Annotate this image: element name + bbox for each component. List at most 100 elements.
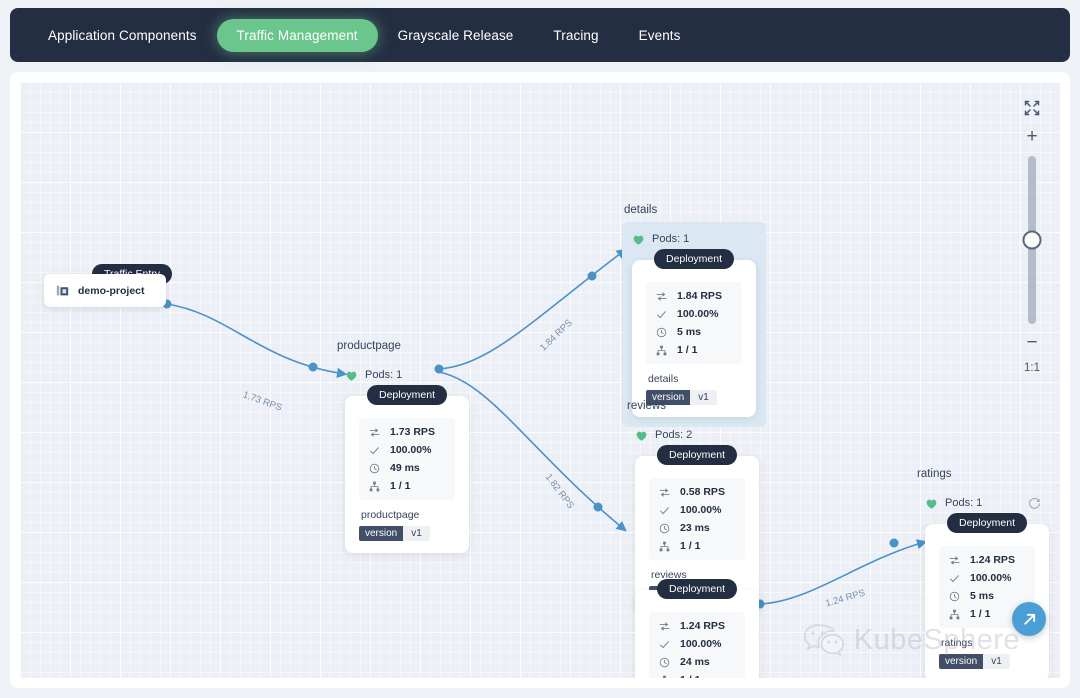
deployment-card-ratings[interactable]: Deployment 1.24 RPS 100.00% 5 ms bbox=[925, 513, 1049, 678]
zoom-controls: + − 1:1 bbox=[1022, 100, 1042, 374]
metric-rps: 1.24 RPS bbox=[949, 554, 1025, 566]
node-details[interactable]: details Pods: 1 Deployment 1.84 RPS 1 bbox=[622, 204, 766, 427]
pods-heart-icon bbox=[926, 499, 937, 509]
node-traffic-entry[interactable]: Traffic Entry demo-project bbox=[44, 264, 173, 307]
service-name-reviews-v1: reviews bbox=[651, 569, 687, 581]
metrics-reviews-v1: 0.58 RPS 100.00% 23 ms 1 / 1 bbox=[649, 478, 745, 560]
deployment-badge-productpage: Deployment bbox=[366, 385, 448, 405]
metric-latency-value: 23 ms bbox=[680, 522, 710, 534]
pods-heart-icon bbox=[633, 235, 644, 245]
metric-success: 100.00% bbox=[949, 572, 1025, 584]
node-title-reviews: reviews bbox=[627, 400, 666, 412]
metrics-reviews-v2: 1.24 RPS 100.00% 24 ms 1 / 1 bbox=[649, 612, 745, 678]
zoom-ratio-label[interactable]: 1:1 bbox=[1024, 362, 1040, 374]
zoom-in-button[interactable]: + bbox=[1026, 126, 1038, 147]
check-icon bbox=[950, 574, 959, 582]
pods-row-details: Pods: 1 bbox=[632, 230, 756, 248]
tab-events[interactable]: Events bbox=[638, 27, 681, 43]
deployment-badge-details: Deployment bbox=[653, 249, 735, 269]
traffic-entry-card[interactable]: demo-project bbox=[44, 274, 166, 307]
zoom-out-button[interactable]: − bbox=[1026, 332, 1038, 353]
sitemap-icon bbox=[949, 609, 960, 619]
version-value: v1 bbox=[690, 390, 717, 405]
pods-count-productpage: Pods: 1 bbox=[365, 369, 403, 381]
metric-rps: 1.24 RPS bbox=[659, 620, 735, 632]
pods-row-ratings: Pods: 1 bbox=[925, 494, 1041, 512]
sitemap-icon bbox=[369, 481, 380, 491]
clock-icon bbox=[949, 591, 960, 601]
metric-replicas-value: 1 / 1 bbox=[680, 674, 700, 678]
deployment-badge-reviews-v2: Deployment bbox=[656, 579, 738, 599]
metric-replicas-value: 1 / 1 bbox=[677, 344, 698, 356]
version-key: version bbox=[939, 654, 984, 669]
refresh-icon[interactable] bbox=[1028, 497, 1041, 510]
version-badge-details: version v1 bbox=[646, 390, 742, 405]
metric-rps-value: 1.84 RPS bbox=[677, 290, 722, 302]
metrics-details: 1.84 RPS 100.00% 5 ms 1 / 1 bbox=[646, 282, 742, 364]
metric-rps-value: 1.24 RPS bbox=[970, 554, 1015, 566]
version-key: version bbox=[359, 526, 404, 541]
deployment-card-reviews-v2[interactable]: Deployment 1.24 RPS 100.00% 24 ms bbox=[635, 579, 759, 678]
metric-replicas: 1 / 1 bbox=[659, 540, 735, 552]
deployment-card-productpage[interactable]: Deployment 1.73 RPS 100.00% 49 ms bbox=[345, 385, 469, 553]
metric-success-value: 100.00% bbox=[680, 638, 722, 650]
node-ratings[interactable]: ratings Pods: 1 Deployment 1.24 RPS bbox=[915, 468, 1051, 678]
check-icon bbox=[657, 310, 666, 318]
sitemap-icon bbox=[659, 541, 670, 551]
fullscreen-expand-icon[interactable] bbox=[1024, 100, 1040, 116]
exchange-icon bbox=[659, 621, 670, 631]
zoom-slider-knob[interactable] bbox=[1022, 230, 1042, 250]
metric-latency-value: 49 ms bbox=[390, 462, 420, 474]
pods-count-details: Pods: 1 bbox=[652, 233, 690, 245]
metric-success-value: 100.00% bbox=[970, 572, 1012, 584]
node-title-productpage: productpage bbox=[337, 340, 401, 352]
metric-latency-value: 24 ms bbox=[680, 656, 710, 668]
metric-success-value: 100.00% bbox=[680, 504, 722, 516]
metric-rps-value: 1.24 RPS bbox=[680, 620, 725, 632]
tab-tracing[interactable]: Tracing bbox=[553, 27, 599, 43]
deployment-card-details[interactable]: Deployment 1.84 RPS 100.00% 5 ms bbox=[632, 249, 756, 417]
pods-row-productpage: Pods: 1 bbox=[345, 366, 469, 384]
node-box-reviews-v2[interactable]: Deployment 1.24 RPS 100.00% 24 ms bbox=[625, 572, 769, 678]
pods-count-ratings: Pods: 1 bbox=[945, 497, 983, 509]
edge-reviews-ratings bbox=[759, 539, 928, 605]
clock-icon bbox=[656, 327, 667, 337]
clock-icon bbox=[659, 657, 670, 667]
deployment-badge-reviews-v1: Deployment bbox=[656, 445, 738, 465]
metric-rps: 0.58 RPS bbox=[659, 486, 735, 498]
service-name-ratings: ratings bbox=[941, 637, 973, 649]
metrics-productpage: 1.73 RPS 100.00% 49 ms 1 / 1 bbox=[359, 418, 455, 500]
service-name-details: details bbox=[648, 373, 679, 385]
service-name-productpage: productpage bbox=[361, 509, 420, 521]
tab-application-components[interactable]: Application Components bbox=[48, 27, 197, 43]
arrow-up-right-icon bbox=[1023, 613, 1035, 625]
metric-success-value: 100.00% bbox=[677, 308, 719, 320]
node-reviews-v2[interactable]: Deployment 1.24 RPS 100.00% 24 ms bbox=[625, 572, 769, 678]
edge-dot bbox=[587, 271, 597, 281]
tab-traffic-management[interactable]: Traffic Management bbox=[216, 18, 378, 52]
node-title-ratings: ratings bbox=[917, 468, 952, 480]
node-productpage[interactable]: productpage Pods: 1 Deployment 1.73 RPS bbox=[335, 340, 479, 563]
metric-success: 100.00% bbox=[659, 504, 735, 516]
zoom-slider-track[interactable] bbox=[1022, 156, 1042, 324]
exchange-icon bbox=[949, 555, 960, 565]
metric-rps: 1.84 RPS bbox=[656, 290, 732, 302]
metric-replicas-value: 1 / 1 bbox=[680, 540, 701, 552]
node-box-ratings[interactable]: Pods: 1 Deployment 1.24 RPS 100.00% bbox=[915, 486, 1051, 678]
exchange-icon bbox=[369, 427, 380, 437]
node-box-details[interactable]: Pods: 1 Deployment 1.84 RPS 100.00% 5 m bbox=[622, 222, 766, 427]
pods-heart-icon bbox=[346, 371, 357, 381]
version-value: v1 bbox=[983, 654, 1010, 669]
node-box-productpage[interactable]: Pods: 1 Deployment 1.73 RPS 100.00% 49 bbox=[335, 358, 479, 563]
pods-row-reviews: Pods: 2 bbox=[635, 426, 759, 444]
deployment-badge-ratings: Deployment bbox=[946, 513, 1028, 533]
tab-grayscale-release[interactable]: Grayscale Release bbox=[397, 27, 514, 43]
metric-latency: 5 ms bbox=[656, 326, 732, 338]
traffic-entry-project: demo-project bbox=[78, 284, 145, 297]
metric-rps: 1.73 RPS bbox=[369, 426, 445, 438]
floating-action-button[interactable] bbox=[1012, 602, 1046, 636]
metric-latency: 24 ms bbox=[659, 656, 735, 668]
clock-icon bbox=[369, 463, 380, 473]
metric-latency-value: 5 ms bbox=[677, 326, 701, 338]
topology-canvas[interactable]: 1.73 RPS 1.84 RPS 1.82 RPS 1.24 RPS Traf… bbox=[20, 82, 1060, 678]
